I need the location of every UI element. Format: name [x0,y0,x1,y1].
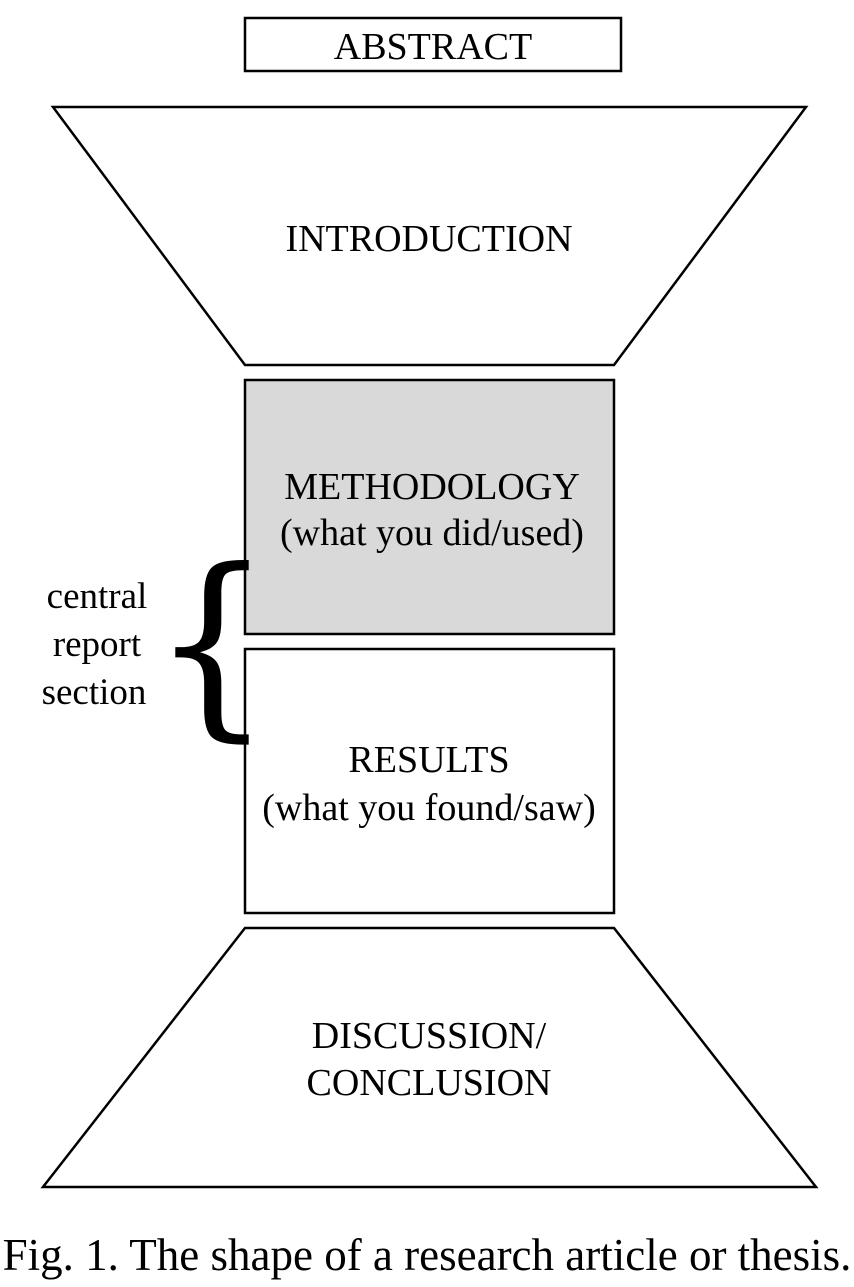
abstract-label: ABSTRACT [334,26,532,68]
curly-brace-icon: { [152,527,273,760]
introduction-label: INTRODUCTION [285,218,572,260]
methodology-box [243,378,616,636]
methodology-section: METHODOLOGY (what you did/used) [243,378,616,636]
introduction-section: INTRODUCTION [50,105,809,367]
central-label-line3: section [42,672,147,713]
results-box [243,647,616,915]
abstract-box [243,16,623,73]
abstract-section: ABSTRACT [243,16,623,73]
results-subtitle: (what you found/saw) [262,787,595,829]
methodology-subtitle: (what you did/used) [280,512,584,554]
discussion-label-line1: DISCUSSION/ [312,1015,547,1057]
central-label-line1: central [47,576,148,617]
central-label-line2: report [53,624,142,665]
figure-caption: Fig. 1. The shape of a research article … [3,1230,852,1280]
discussion-section: DISCUSSION/ CONCLUSION [40,926,819,1189]
introduction-funnel [50,105,809,367]
results-title: RESULTS [348,739,509,781]
methodology-title: METHODOLOGY [284,466,580,508]
results-section: RESULTS (what you found/saw) [243,647,616,915]
central-report-annotation: { central report section [42,527,273,760]
discussion-label-line2: CONCLUSION [307,1062,552,1104]
discussion-funnel [40,926,819,1189]
